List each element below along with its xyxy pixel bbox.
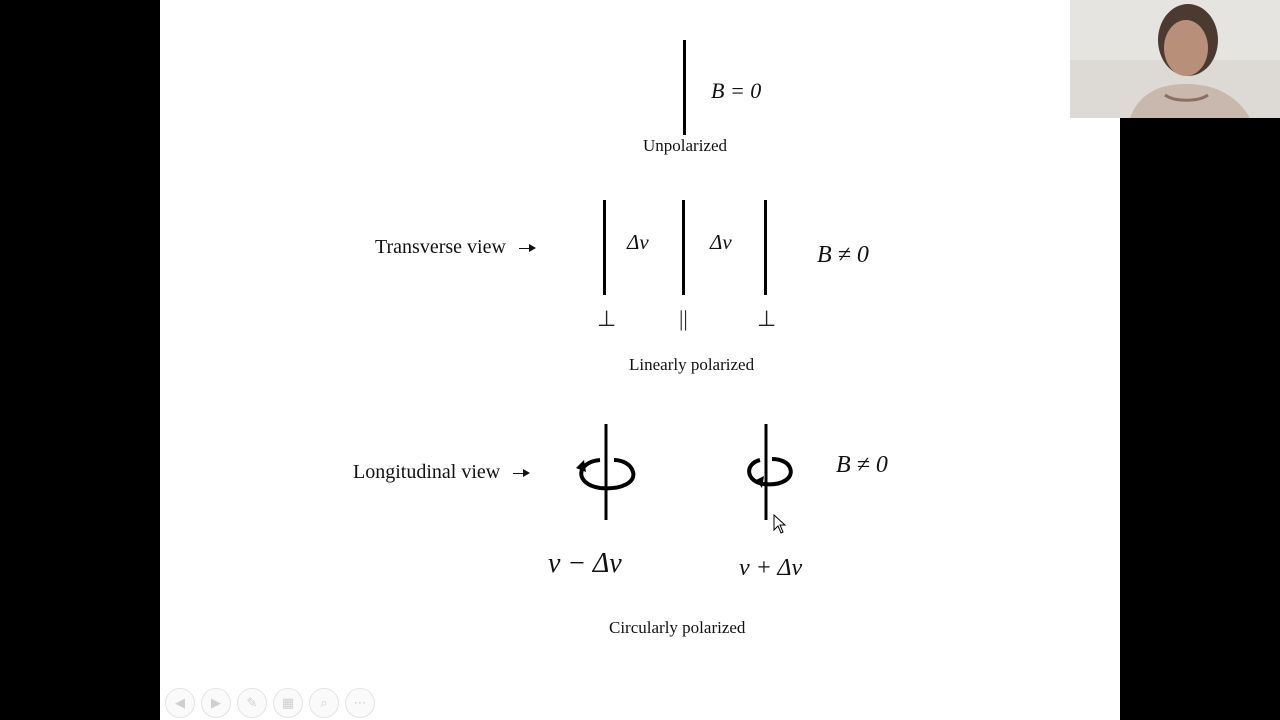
- mouse-pointer-icon: [773, 514, 787, 534]
- presentation-toolbar: ◀ ▶ ✎ ▦ ⌕ ⋯: [165, 688, 375, 718]
- presenter-silhouette-icon: [1070, 0, 1280, 118]
- field-nonzero-label-longitudinal: B ≠ 0: [836, 452, 888, 479]
- field-nonzero-label-transverse: B ≠ 0: [817, 242, 869, 269]
- longitudinal-view-label: Longitudinal view: [353, 461, 530, 484]
- perpendicular-symbol-right: ⊥: [757, 306, 776, 332]
- frequency-plus-label: ν + Δν: [739, 555, 802, 582]
- transverse-view-label: Transverse view: [375, 236, 536, 259]
- circular-polarization-right-icon: [740, 422, 800, 522]
- circular-polarization-left-icon: [570, 422, 642, 522]
- right-arrow-icon: [513, 461, 530, 483]
- more-icon[interactable]: ⋯: [345, 688, 375, 718]
- splitting-label-right: Δν: [710, 230, 732, 255]
- linearly-polarized-caption: Linearly polarized: [629, 355, 754, 375]
- prev-icon[interactable]: ◀: [165, 688, 195, 718]
- circularly-polarized-caption: Circularly polarized: [609, 618, 745, 638]
- pen-icon[interactable]: ✎: [237, 688, 267, 718]
- parallel-symbol-center: ||: [679, 306, 688, 332]
- splitting-label-left: Δν: [627, 230, 649, 255]
- spectral-line-unsplit: [683, 40, 686, 135]
- sigma-line-right: [764, 200, 767, 295]
- field-zero-label: B = 0: [711, 78, 761, 104]
- frequency-minus-label: ν − Δν: [548, 548, 622, 580]
- right-arrow-icon: [519, 236, 536, 258]
- next-icon[interactable]: ▶: [201, 688, 231, 718]
- pi-line-center: [682, 200, 685, 295]
- zoom-icon[interactable]: ⌕: [309, 688, 339, 718]
- presenter-webcam-feed: [1070, 0, 1280, 118]
- slides-icon[interactable]: ▦: [273, 688, 303, 718]
- sigma-line-left: [603, 200, 606, 295]
- unpolarized-caption: Unpolarized: [643, 136, 727, 156]
- perpendicular-symbol-left: ⊥: [597, 306, 616, 332]
